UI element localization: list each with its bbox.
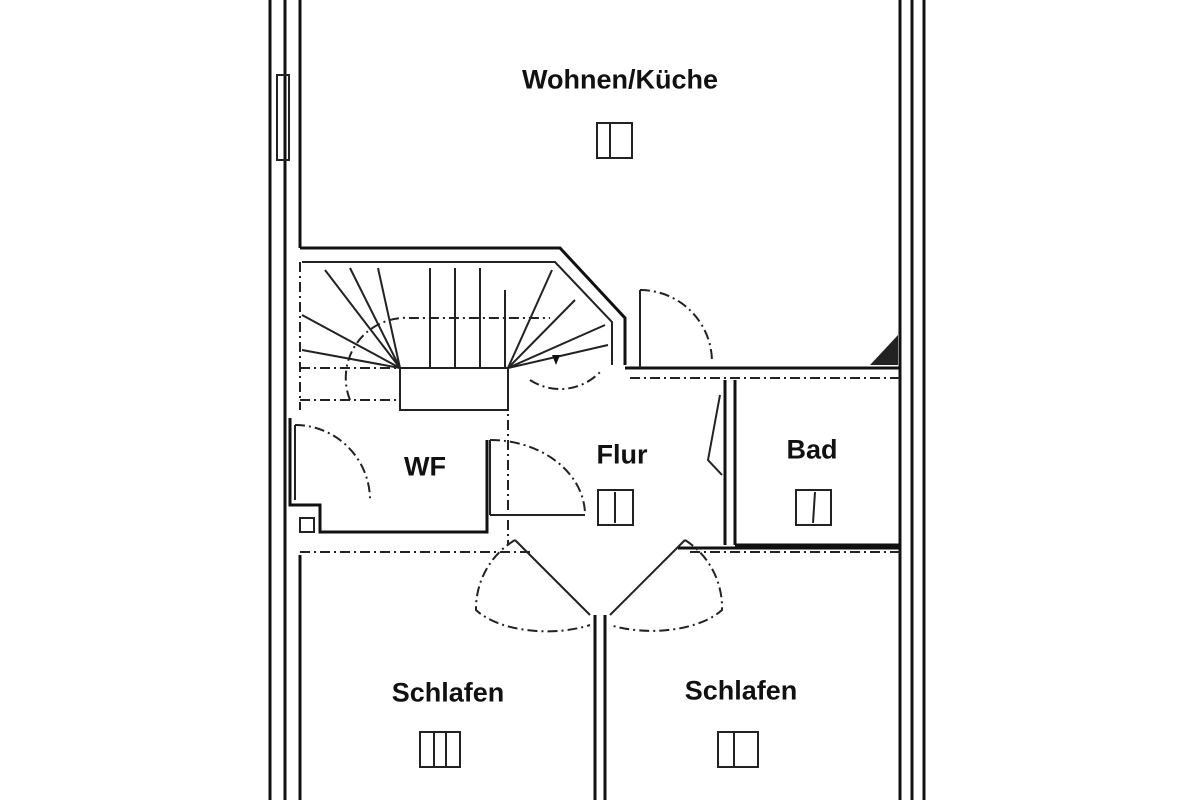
interior-walls — [288, 246, 900, 800]
room-label-bad: Bad — [786, 434, 838, 465]
heater-symbol — [419, 731, 461, 768]
room-label-flur: Flur — [596, 439, 648, 470]
outer-walls — [268, 0, 926, 800]
staircase — [300, 267, 609, 411]
room-label-schlafen-right: Schlafen — [684, 675, 798, 706]
room-symbols — [419, 122, 832, 768]
room-label-wf: WF — [404, 451, 446, 482]
heater-symbol — [596, 122, 633, 159]
heater-symbol — [795, 489, 832, 526]
room-label-schlafen-left: Schlafen — [391, 677, 505, 708]
heater-symbol — [717, 731, 759, 768]
doors — [294, 289, 724, 633]
room-label-wohnen-kueche: Wohnen/Küche — [521, 64, 719, 95]
heater-symbol — [597, 489, 634, 526]
